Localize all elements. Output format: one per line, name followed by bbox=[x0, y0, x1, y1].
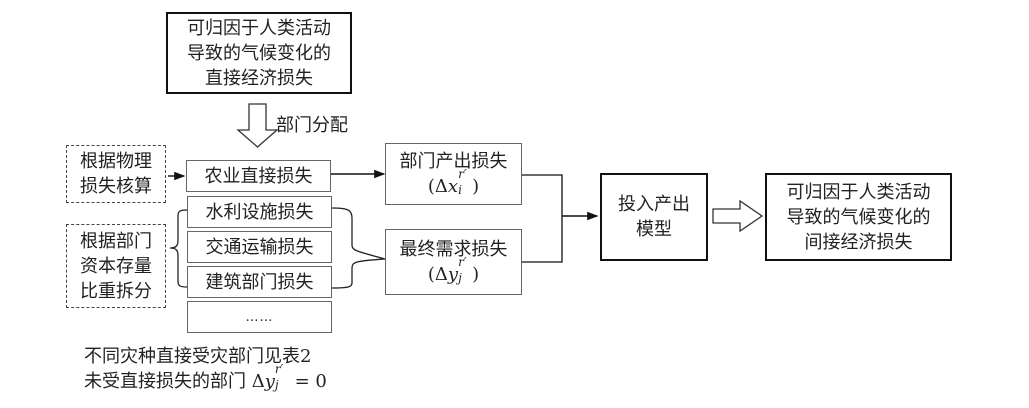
direct-loss-box: 可归因于人类活动 导致的气候变化的 直接经济损失 bbox=[166, 12, 352, 94]
variable: y bbox=[264, 371, 275, 392]
physical-line-2: 损失核算 bbox=[80, 176, 152, 197]
variable: x bbox=[447, 176, 459, 197]
right-brace bbox=[331, 207, 386, 289]
note-line-1: 不同灾种直接受灾部门见表2 bbox=[84, 346, 312, 367]
sector-label: 水利设施损失 bbox=[205, 201, 314, 223]
superscript: r′ bbox=[274, 362, 284, 376]
io-model-line-2: 模型 bbox=[636, 219, 672, 240]
sector-label: 农业直接损失 bbox=[204, 165, 313, 187]
direct-loss-line-2: 导致的气候变化的 bbox=[187, 42, 331, 64]
indirect-loss-box: 可归因于人类活动 导致的气候变化的 间接经济损失 bbox=[765, 173, 952, 261]
indirect-loss-line-1: 可归因于人类活动 bbox=[786, 181, 931, 203]
capital-line-2: 资本存量 bbox=[80, 255, 152, 277]
paren-close: ) bbox=[472, 176, 480, 197]
indirect-loss-line-2: 导致的气候变化的 bbox=[786, 206, 931, 228]
delta: Δ bbox=[251, 371, 265, 392]
io-model-line-1: 投入产出 bbox=[618, 194, 690, 215]
delta: Δ bbox=[434, 264, 448, 285]
subscript: j bbox=[274, 378, 279, 392]
left-brace bbox=[169, 209, 188, 288]
capital-stock-split-box: 根据部门 资本存量 比重拆分 bbox=[66, 224, 166, 308]
sector-box-more: …… bbox=[187, 301, 332, 333]
paren-close: ) bbox=[472, 264, 480, 285]
subscript: j bbox=[458, 271, 462, 285]
superscript: r′ bbox=[458, 255, 467, 269]
direct-loss-line-3: 直接经济损失 bbox=[205, 67, 313, 89]
paren-open: ( bbox=[427, 264, 435, 285]
physical-line-1: 根据物理 bbox=[80, 151, 152, 172]
sector-box-water: 水利设施损失 bbox=[187, 196, 332, 228]
direct-loss-line-1: 可归因于人类活动 bbox=[187, 17, 331, 39]
final-demand-title: 最终需求损失 bbox=[399, 239, 508, 260]
delta: Δ bbox=[434, 176, 448, 197]
superscript: r′ bbox=[458, 167, 467, 181]
sector-box-agriculture: 农业直接损失 bbox=[186, 160, 331, 192]
result-right-arrow-icon bbox=[712, 199, 764, 233]
sector-box-transport: 交通运输损失 bbox=[187, 231, 332, 263]
paren-open: ( bbox=[427, 176, 435, 197]
sector-label: …… bbox=[245, 309, 274, 325]
equals-zero: = 0 bbox=[288, 371, 327, 392]
merge-connector bbox=[522, 174, 563, 263]
sector-label: 建筑部门损失 bbox=[205, 271, 314, 293]
sector-box-construction: 建筑部门损失 bbox=[187, 266, 332, 298]
subscript: i bbox=[458, 183, 462, 197]
physical-accounting-box: 根据物理 损失核算 bbox=[66, 145, 166, 203]
input-output-model-box: 投入产出 模型 bbox=[600, 173, 708, 261]
capital-line-3: 比重拆分 bbox=[80, 280, 152, 302]
capital-line-1: 根据部门 bbox=[80, 230, 152, 252]
note-line-2-text: 未受直接损失的部门 bbox=[84, 371, 252, 392]
sector-label: 交通运输损失 bbox=[205, 236, 314, 258]
allocation-down-arrow-icon bbox=[236, 103, 279, 148]
indirect-loss-line-3: 间接经济损失 bbox=[804, 231, 913, 253]
output-loss-title: 部门产出损失 bbox=[399, 151, 508, 172]
variable: y bbox=[447, 264, 459, 285]
allocation-label: 部门分配 bbox=[276, 115, 348, 136]
